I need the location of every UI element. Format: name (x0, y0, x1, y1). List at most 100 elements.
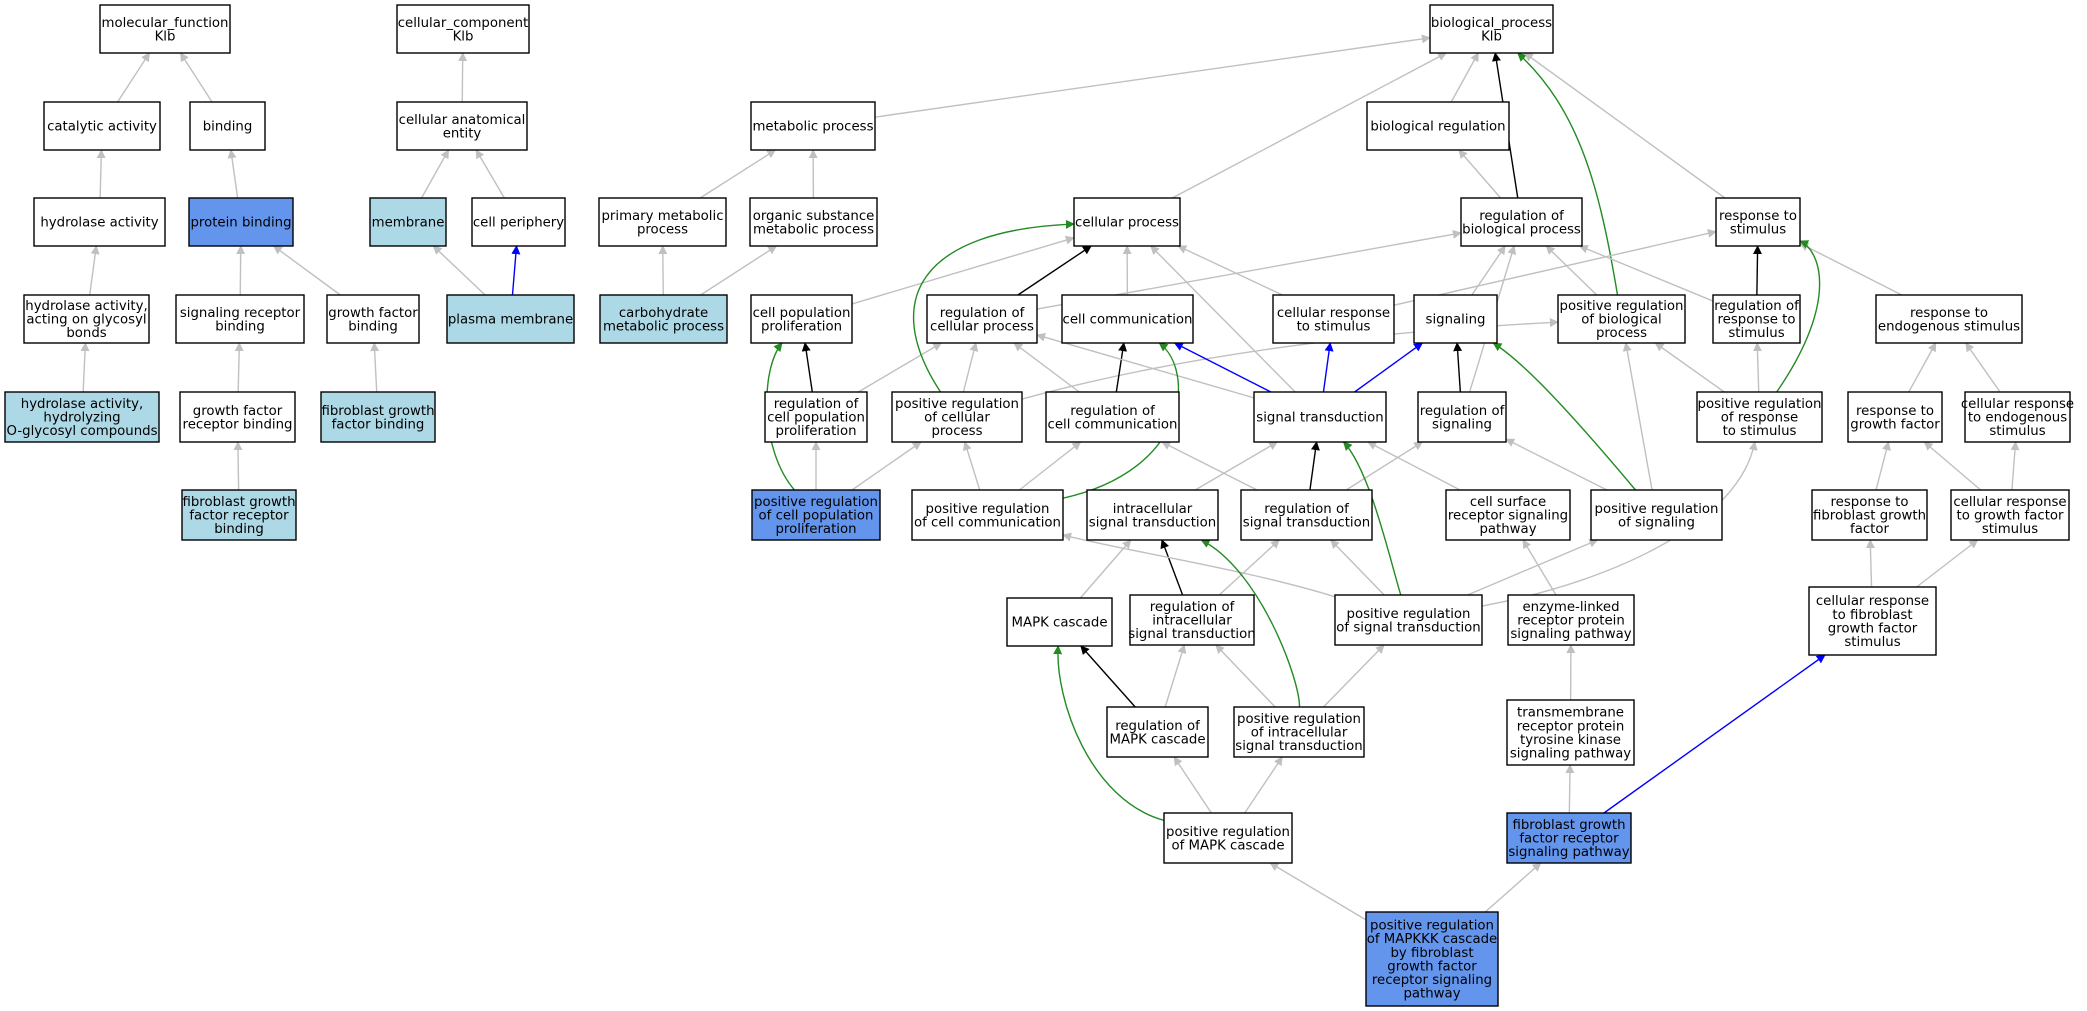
node-label-line: bonds (66, 326, 106, 341)
node-label-line: biological regulation (1370, 120, 1505, 135)
go-term-node[interactable]: signal transduction (1253, 391, 1387, 443)
go-term-node[interactable]: metabolic process (750, 101, 876, 151)
go-term-node[interactable]: protein binding (188, 197, 294, 247)
node-label-line: of cellular (924, 411, 990, 426)
node-box (1712, 294, 1801, 344)
node-label-line: of MAPKKK cascade (1367, 932, 1497, 947)
node-label-line: positive regulation (754, 495, 878, 510)
edge-line (1875, 441, 1891, 491)
node-box (1696, 391, 1823, 443)
node-box (326, 294, 420, 344)
node-label-line: signaling pathway (1508, 845, 1629, 860)
node-label-line: growth factor (1387, 959, 1477, 974)
edge-line (420, 149, 450, 199)
node-box (1875, 294, 2023, 344)
edge-is-a (962, 342, 979, 393)
go-term-node[interactable]: MAPK cascade (1006, 597, 1113, 647)
go-term-node[interactable]: cellular process (1073, 197, 1181, 247)
go-term-node[interactable]: plasma membrane (446, 294, 575, 344)
go-term-node[interactable]: hydrolase activity,hydrolyzingO-glycosyl… (4, 391, 160, 443)
node-box (396, 101, 528, 151)
edge-is-a (1330, 539, 1385, 596)
go-term-node[interactable]: hydrolase activity (33, 197, 166, 247)
edge-line (1342, 441, 1402, 596)
node-label-line: by fibroblast (1390, 946, 1473, 961)
node-box (189, 101, 266, 151)
go-term-node[interactable]: cell communication (1061, 294, 1194, 344)
edge-line (1753, 245, 1763, 296)
edge-line (1161, 441, 1258, 491)
node-box (33, 197, 166, 247)
go-term-node[interactable]: hydrolase activity,acting on glycosylbon… (23, 294, 150, 344)
edge-line (2010, 441, 2020, 491)
edge-part-of (1173, 342, 1272, 393)
node-label-line: signal transduction (1256, 411, 1383, 426)
edge-line (1522, 539, 1557, 596)
node-label-line: receptor signaling (1448, 509, 1568, 524)
node-label-line: factor receptor (189, 509, 289, 524)
go-term-node[interactable]: binding (189, 101, 266, 151)
edge-is-a (475, 149, 505, 199)
go-term-node[interactable]: biological regulation (1366, 101, 1510, 151)
edge-line (1244, 756, 1283, 814)
edge-line (801, 342, 813, 393)
node-label-line: of signal transduction (1336, 620, 1480, 635)
edge-regulates (1309, 441, 1320, 491)
node-box (1129, 594, 1255, 646)
go-term-node[interactable]: membrane (369, 197, 447, 247)
node-label-line: binding (214, 522, 264, 537)
go-term-node[interactable]: cell periphery (471, 197, 566, 247)
edge-is-a (851, 441, 922, 491)
edge-line (1115, 342, 1128, 393)
go-term-node[interactable]: catalytic activity (43, 101, 161, 151)
edge-line (658, 245, 668, 296)
edge-is-a (370, 342, 380, 393)
go-term-node[interactable]: signaling (1413, 294, 1498, 344)
